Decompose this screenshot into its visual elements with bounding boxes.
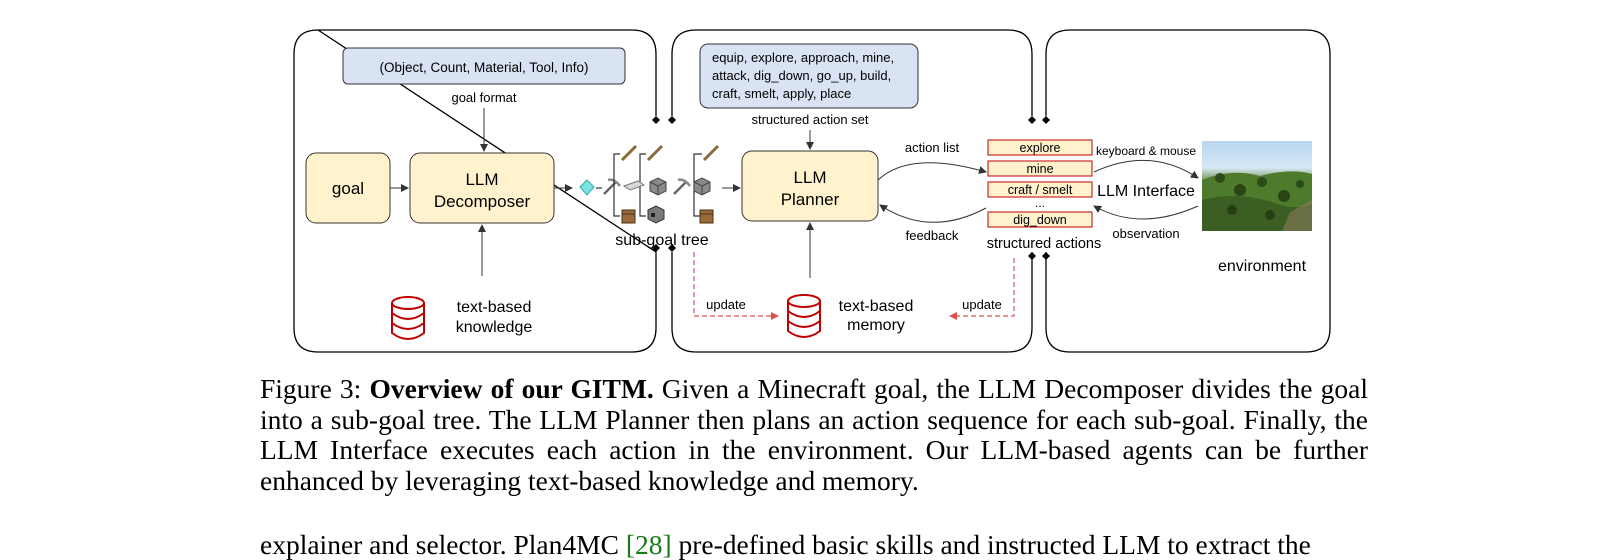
gitm-overview-diagram: goal (Object, Count, Material, Tool, Inf… [293,29,1331,353]
update-left-label: update [706,297,746,312]
knowledge-line2: knowledge [456,319,533,336]
iron-pickaxe-icon [603,178,621,195]
action-item-craft [987,181,1093,198]
panel-connectors [652,116,1050,260]
action-item-digdown-label: dig_down [1013,213,1067,227]
body-text-after: pre-defined basic skills and instructed … [671,529,1311,560]
action-item-mine-label: mine [1026,162,1053,176]
stick-icon [620,144,720,162]
stone-pickaxe-icon [673,178,691,195]
iron-ingot-icon [622,180,646,191]
goal-format-text: (Object, Count, Material, Tool, Info) [379,60,588,75]
action-set-line1: equip, explore, approach, mine, [712,50,894,65]
action-item-digdown [987,211,1093,228]
subgoal-tree [579,144,720,224]
knowledge-database-icon [391,296,425,340]
structured-actions-list: explore mine craft / smelt ... dig_down [987,139,1093,228]
subgoal-tree-label: sub-goal tree [615,232,708,249]
keyboard-mouse-label: keyboard & mouse [1096,144,1196,158]
goal-label: goal [332,179,364,198]
update-right-label: update [962,297,1002,312]
action-set-line3: craft, smelt, apply, place [712,86,851,101]
goal-format-box [342,47,626,85]
arrow-keyboard-mouse [1093,159,1199,179]
goal-format-label: goal format [451,90,516,105]
action-set-label: structured action set [751,112,868,127]
arrow-feedback [879,204,987,223]
panel-decomposer [293,29,657,353]
citation-link[interactable]: [28] [625,529,672,560]
arrow-action-list [877,162,987,181]
update-arrow-left [693,252,779,320]
decomposer-line1: LLM [465,170,498,189]
memory-line1: text-based [839,298,914,315]
update-arrow-right [949,258,1015,320]
caption-prefix: Figure 3: [260,373,370,404]
body-text-before: explainer and selector. Plan4MC [260,529,626,560]
panel-interface [1045,29,1331,353]
feedback-label: feedback [906,228,959,243]
observation-label: observation [1112,226,1179,241]
structured-actions-label: structured actions [987,236,1101,252]
diamond-icon [579,179,595,196]
action-set-box [699,43,919,109]
action-set-line2: attack, dig_down, go_up, build, [712,68,891,83]
body-text-line: explainer and selector. Plan4MC [28] pre… [260,530,1368,560]
caption-text: Given a Minecraft goal, the LLM Decompos… [260,373,1368,496]
panel-planner [671,29,1033,353]
arrow-observation [1093,205,1199,220]
memory-line2: memory [847,317,905,334]
caption-title: Overview of our GITM. [369,373,654,404]
action-item-mine [987,160,1093,177]
knowledge-line1: text-based [457,299,532,316]
cobblestone-icon [693,177,711,196]
action-item-craft-label: craft / smelt [1008,183,1073,197]
decomposer-line2: Decomposer [434,192,531,211]
figure-caption: Figure 3: Overview of our GITM. Given a … [260,373,1368,496]
planner-line2: Planner [781,190,840,209]
action-item-explore [987,139,1093,156]
action-item-explore-label: explore [1020,141,1061,155]
environment-label: environment [1218,258,1307,275]
action-list-label: action list [905,140,960,155]
memory-database-icon [787,294,821,338]
interface-label: LLM Interface [1097,183,1195,200]
planner-line1: LLM [793,168,826,187]
planner-box [741,150,879,222]
stone-block-icon [649,177,667,196]
minecraft-environment-image [1202,141,1312,231]
crafting-table-icon [621,209,714,224]
furnace-icon [647,205,665,224]
action-ellipsis: ... [1035,196,1045,210]
